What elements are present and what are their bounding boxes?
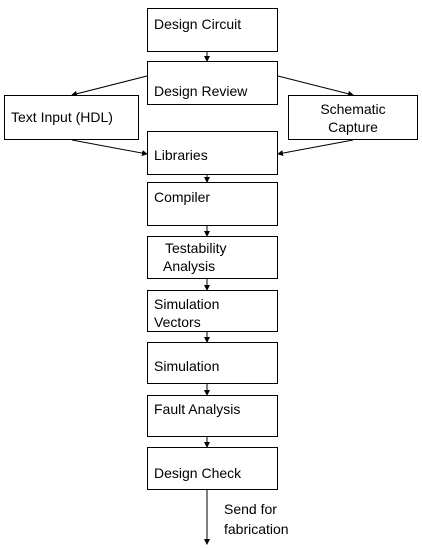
exit-label-line2: fabrication <box>224 521 289 537</box>
node-fault-analysis-label: Fault Analysis <box>154 401 241 417</box>
node-design-check: Design Check <box>147 447 278 490</box>
node-design-circuit-label: Design Circuit <box>154 16 242 32</box>
node-testability-line1: Testability <box>165 240 227 256</box>
node-design-review: Design Review <box>147 61 278 105</box>
node-design-check-label: Design Check <box>154 465 242 481</box>
arrow-review-to-textinput <box>71 75 148 97</box>
node-simvec-line1: Simulation <box>154 296 220 312</box>
node-text-input: Text Input (HDL) <box>4 95 139 140</box>
node-libraries-label: Libraries <box>154 147 208 163</box>
node-schematic-line1: Schematic <box>320 101 386 117</box>
node-simulation-label: Simulation <box>154 358 220 374</box>
node-design-review-label: Design Review <box>154 83 248 99</box>
node-testability-analysis: Testability Analysis <box>147 236 278 279</box>
node-compiler: Compiler <box>147 182 278 226</box>
node-text-input-label: Text Input (HDL) <box>11 109 113 125</box>
exit-label: Send for fabrication <box>224 499 289 539</box>
arrow-textinput-to-libraries <box>71 139 148 157</box>
arrow-review-to-schematic <box>277 75 354 97</box>
exit-label-line1: Send for <box>224 501 277 517</box>
node-simulation-vectors: Simulation Vectors <box>147 290 278 332</box>
node-design-circuit: Design Circuit <box>147 8 278 52</box>
node-schematic-line2: Capture <box>328 119 378 135</box>
node-schematic-capture: Schematic Capture <box>288 95 418 140</box>
node-testability-line2: Analysis <box>163 258 216 274</box>
node-libraries: Libraries <box>147 131 278 175</box>
node-fault-analysis: Fault Analysis <box>147 395 278 437</box>
node-simvec-line2: Vectors <box>154 314 201 330</box>
node-simulation: Simulation <box>147 342 278 384</box>
arrow-schematic-to-libraries <box>277 139 354 157</box>
node-compiler-label: Compiler <box>154 189 211 205</box>
